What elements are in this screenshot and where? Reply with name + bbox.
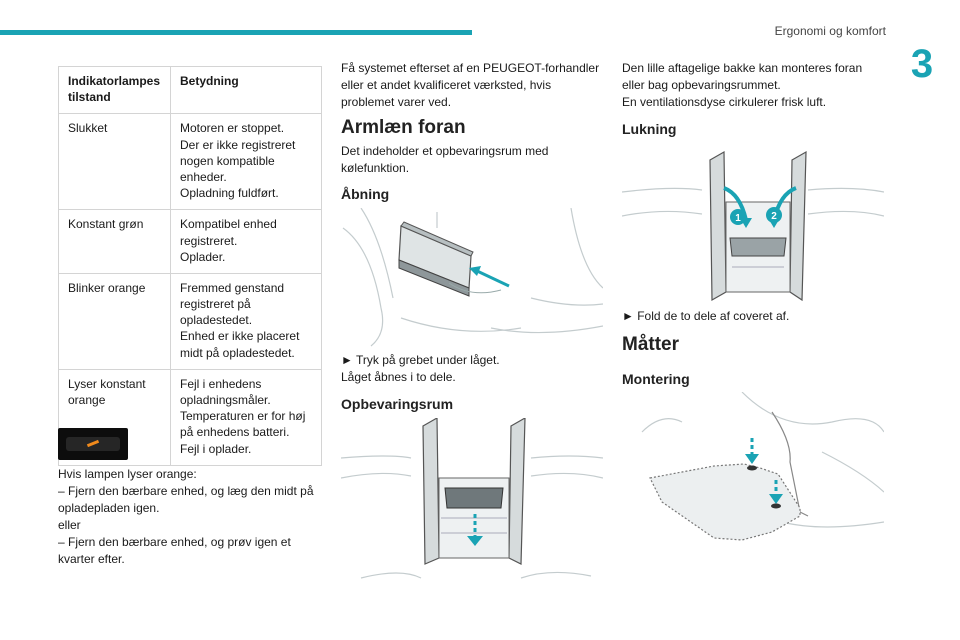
- header-accent-bar: [0, 30, 472, 35]
- armrest-heading: Armlæn foran: [341, 117, 466, 138]
- armrest-opening-illustration: [342, 208, 603, 347]
- table-header-state: Indikatorlampes tilstand: [58, 65, 171, 115]
- table-cell-meaning: Fremmed genstand registreret på opladest…: [170, 272, 322, 370]
- table-cell-meaning: Kompatibel enhed registreret. Oplader.: [170, 209, 322, 274]
- marker-2-label: 2: [771, 211, 777, 222]
- meaning-line: Kompatibel enhed registreret.: [180, 217, 277, 248]
- opening-step: ► Tryk på grebet under låget.: [341, 353, 500, 367]
- closing-heading: Lukning: [622, 121, 677, 137]
- opening-heading: Åbning: [341, 186, 390, 202]
- floor-mat-illustration: [641, 392, 884, 541]
- mats-heading: Måtter: [622, 334, 680, 355]
- fixing-point-icon: [771, 503, 781, 509]
- marker-1-label: 1: [735, 213, 741, 224]
- meaning-line: Temperaturen er for høj på enhedens batt…: [180, 409, 306, 440]
- table-row: Blinker orange Fremmed genstand registre…: [58, 272, 322, 370]
- meaning-line: Der er ikke registreret nogen kompatible…: [180, 137, 296, 184]
- vent-text: En ventilationsdyse cirkulerer frisk luf…: [622, 95, 827, 110]
- armrest-closing-illustration: 1 2: [622, 150, 884, 302]
- meaning-line: Motoren er stoppet.: [180, 121, 285, 136]
- service-note: Få systemet efterset af en PEUGEOT-forha…: [341, 61, 600, 110]
- table-cell-state: Konstant grøn: [58, 209, 171, 274]
- table-cell-state: Blinker orange: [58, 272, 171, 370]
- table-header-row: Indikatorlampes tilstand Betydning: [58, 65, 322, 115]
- meaning-line: Fremmed genstand registreret på opladest…: [180, 280, 285, 328]
- tray-and-vent-text: Den lille aftagelige bakke kan monteres …: [622, 60, 884, 111]
- table-cell-meaning: Motoren er stoppet. Der er ikke registre…: [170, 113, 322, 211]
- storage-compartment-illustration: [341, 418, 603, 579]
- tray-text: Den lille aftagelige bakke kan monteres …: [622, 61, 863, 93]
- table-cell-meaning: Fejl i enhedens opladningsmåler. Tempera…: [170, 368, 322, 466]
- orange-step-2: – Fjern den bærbare enhed, og prøv igen …: [58, 535, 291, 567]
- marker-2: [766, 207, 782, 223]
- table-row: Konstant grøn Kompatibel enhed registrer…: [58, 209, 322, 274]
- table-row: Slukket Motoren er stoppet. Der er ikke …: [58, 113, 322, 211]
- orange-or: eller: [58, 518, 81, 533]
- indicator-table: Indikatorlampes tilstand Betydning Slukk…: [58, 65, 322, 466]
- opening-instructions: ► Tryk på grebet under låget. Låget åbne…: [341, 352, 603, 386]
- orange-instructions: Hvis lampen lyser orange: – Fjern den bæ…: [58, 466, 326, 568]
- charging-indicator-image: [58, 428, 128, 460]
- fixing-point-icon: [747, 465, 757, 471]
- opening-result: Låget åbnes i to dele.: [341, 370, 456, 385]
- marker-1: [730, 209, 746, 225]
- orange-intro: Hvis lampen lyser orange:: [58, 467, 197, 481]
- storage-heading: Opbevaringsrum: [341, 396, 454, 412]
- closing-step: ► Fold de to dele af coveret af.: [622, 309, 790, 323]
- orange-step-1: – Fjern den bærbare enhed, og læg den mi…: [58, 484, 314, 516]
- meaning-line: Fejl i enhedens opladningsmåler.: [180, 376, 271, 407]
- meaning-line: Enhed er ikke placeret midt på opladeste…: [180, 329, 300, 360]
- armrest-description: Det indeholder et opbevaringsrum med køl…: [341, 144, 549, 176]
- meaning-line: Oplader.: [180, 249, 226, 264]
- meaning-line: Opladning fuldført.: [180, 186, 279, 201]
- meaning-line: Fejl i oplader.: [180, 441, 252, 456]
- chapter-number: 3: [910, 42, 934, 86]
- table-header-meaning: Betydning: [170, 65, 322, 115]
- chapter-title: Ergonomi og komfort: [774, 24, 886, 38]
- mounting-heading: Montering: [622, 371, 690, 387]
- table-cell-state: Slukket: [58, 113, 171, 211]
